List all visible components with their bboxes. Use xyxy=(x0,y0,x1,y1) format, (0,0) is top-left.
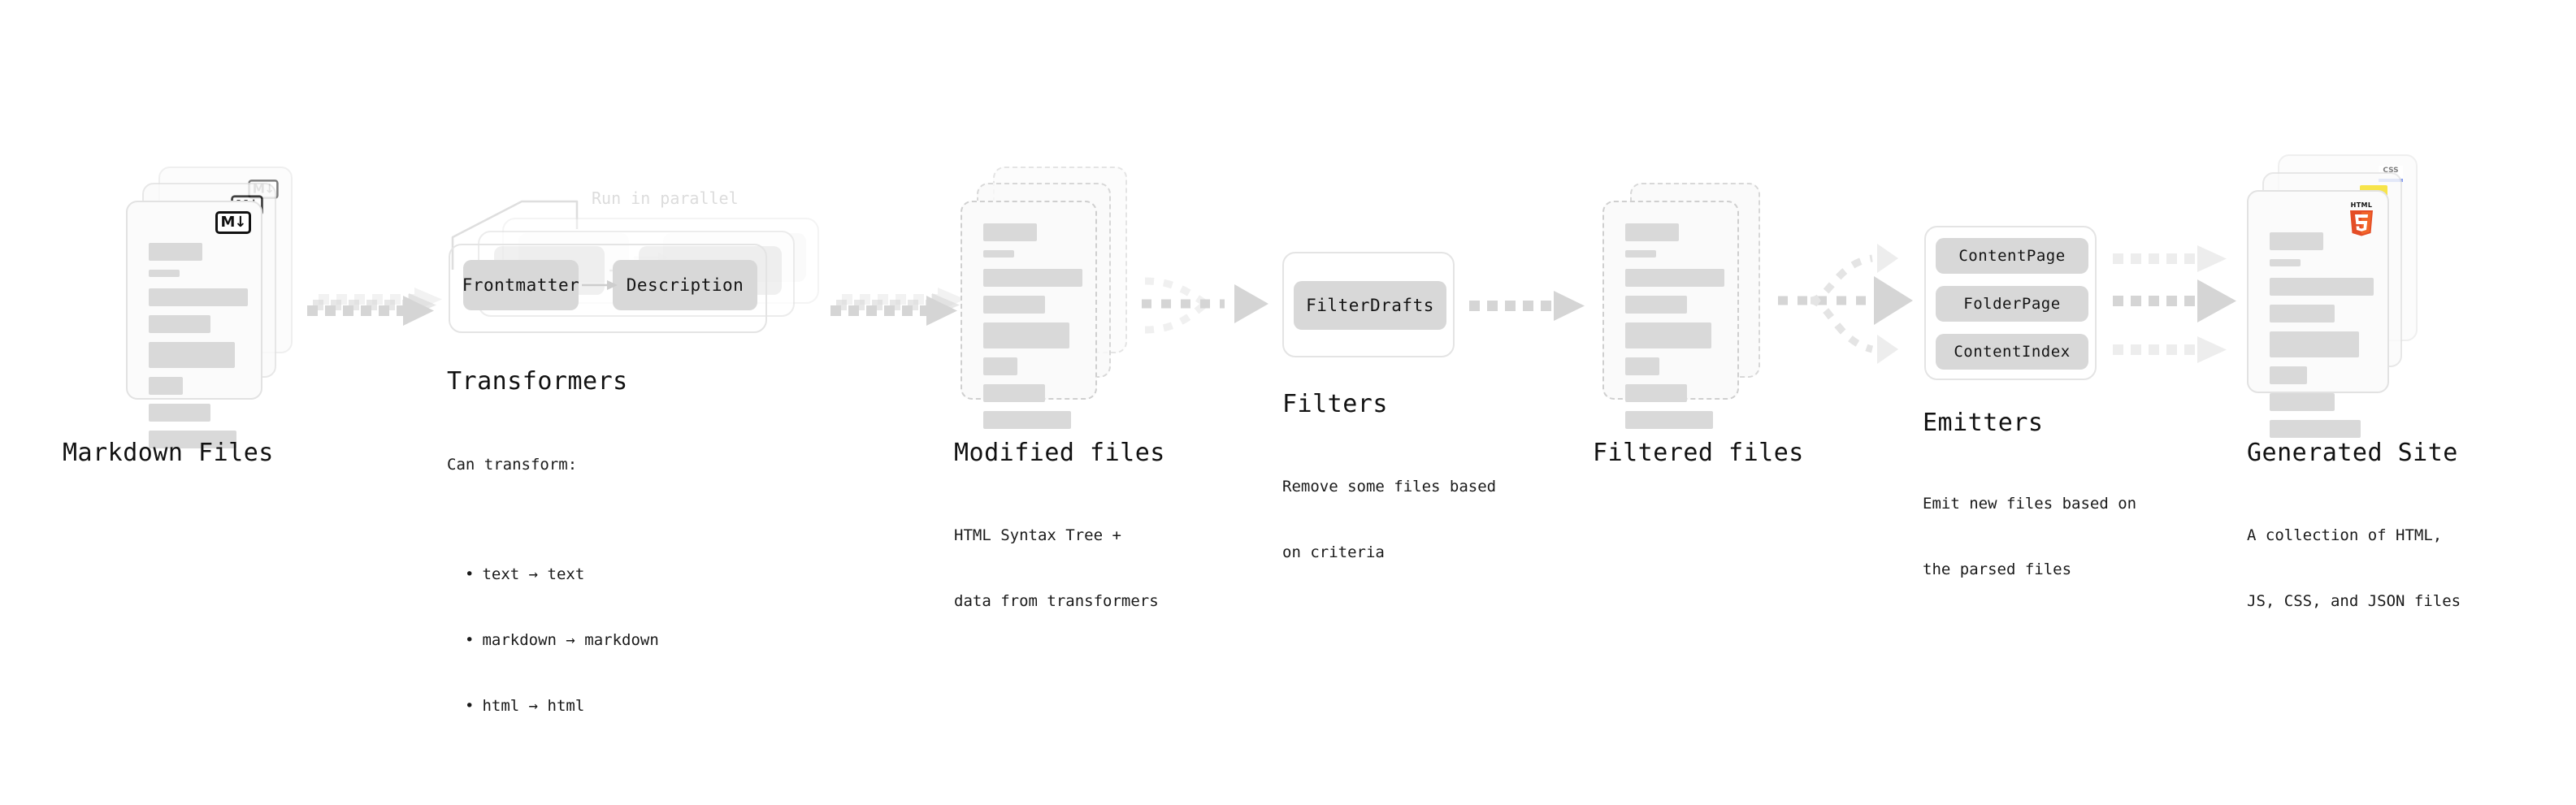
content-line xyxy=(149,315,210,333)
filters-desc-line: on criteria xyxy=(1282,543,1385,561)
content-line xyxy=(149,404,210,422)
content-line xyxy=(149,270,180,277)
pipeline-diagram: M↓ M↓ M↓ xyxy=(0,0,2576,681)
emitter-pill-contentpage[interactable]: ContentPage xyxy=(1936,238,2088,274)
markdown-card-content-lines xyxy=(149,243,248,457)
content-line xyxy=(149,342,235,368)
content-line xyxy=(1625,269,1724,287)
stage-desc-generated-site: A collection of HTML, JS, CSS, and JSON … xyxy=(2247,481,2461,656)
stage-desc-filters: Remove some files based on criteria xyxy=(1282,432,1496,608)
modified-desc-line: HTML Syntax Tree + xyxy=(954,526,1121,544)
emitter-pill-contentindex[interactable]: ContentIndex xyxy=(1936,334,2088,370)
markdown-icon-arrow: ↓ xyxy=(234,214,246,231)
content-line xyxy=(983,357,1017,375)
stage-title-emitters: Emitters xyxy=(1923,409,2044,437)
transformer-container: Frontmatter Description xyxy=(449,244,767,333)
content-line xyxy=(2270,232,2323,250)
content-line xyxy=(983,384,1045,402)
transformer-inner-arrow xyxy=(582,280,618,290)
connector-md-to-transformers xyxy=(307,273,442,346)
content-line xyxy=(1625,411,1713,429)
content-line xyxy=(1625,322,1711,348)
modified-card-front xyxy=(961,201,1097,429)
content-line xyxy=(149,377,183,395)
content-line xyxy=(983,250,1014,258)
transformers-desc-list: text → text markdown → markdown html → h… xyxy=(447,520,659,761)
stage-generated-site: CSS HTML xyxy=(2247,154,2461,610)
stage-title-generated-site: Generated Site xyxy=(2247,439,2458,467)
content-line xyxy=(983,269,1082,287)
stage-title-filtered-files: Filtered files xyxy=(1593,439,1804,467)
stage-markdown-files: M↓ M↓ M↓ xyxy=(63,167,297,467)
content-line xyxy=(1625,384,1687,402)
stage-title-filters: Filters xyxy=(1282,390,1388,418)
generated-site-desc-line: JS, CSS, and JSON files xyxy=(2247,592,2461,610)
content-line xyxy=(1625,296,1687,314)
content-line xyxy=(149,288,248,306)
content-line xyxy=(1625,357,1659,375)
content-line xyxy=(2270,331,2359,357)
generated-card-content-lines xyxy=(2270,232,2374,447)
stage-desc-modified-files: HTML Syntax Tree + data from transformer… xyxy=(954,481,1159,656)
transformer-pill-description[interactable]: Description xyxy=(613,260,757,310)
stage-title-modified-files: Modified files xyxy=(954,439,1165,467)
modified-desc-line: data from transformers xyxy=(954,592,1159,610)
content-line xyxy=(149,431,236,448)
stage-title-markdown-files: Markdown Files xyxy=(63,439,274,467)
transformers-desc-head: Can transform: xyxy=(447,456,578,474)
content-line xyxy=(2270,366,2307,384)
content-line xyxy=(1625,250,1656,258)
generated-site-desc-line: A collection of HTML, xyxy=(2247,526,2443,544)
stage-modified-files: Modified files HTML Syntax Tree + data f… xyxy=(954,167,1164,610)
emitters-desc-line: Emit new files based on xyxy=(1923,495,2137,513)
filtered-card-front xyxy=(1602,201,1739,429)
html5-icon: HTML xyxy=(2346,200,2377,236)
filters-desc-line: Remove some files based xyxy=(1282,478,1497,496)
transformers-desc-item: markdown → markdown xyxy=(465,630,658,651)
content-line xyxy=(2270,259,2301,266)
content-line xyxy=(149,243,202,261)
run-in-parallel-label: Run in parallel xyxy=(592,188,739,208)
transformers-desc-item: text → text xyxy=(465,564,659,586)
emitter-pill-folderpage[interactable]: FolderPage xyxy=(1936,286,2088,322)
stage-desc-transformers: Can transform: text → text markdown → ma… xyxy=(447,410,659,805)
connector-emitters-to-site xyxy=(2113,229,2259,375)
filter-pill-filterdrafts[interactable]: FilterDrafts xyxy=(1294,281,1446,330)
stage-desc-emitters: Emit new files based on the parsed files xyxy=(1923,449,2136,625)
modified-file-stack xyxy=(961,167,1131,429)
filtered-card-content-lines xyxy=(1625,223,1724,438)
emitters-desc-line: the parsed files xyxy=(1923,560,2072,578)
content-line xyxy=(1625,223,1679,241)
connector-filtered-to-emitters xyxy=(1778,229,1924,375)
content-line xyxy=(983,322,1069,348)
markdown-file-stack: M↓ M↓ M↓ xyxy=(126,167,297,448)
content-line xyxy=(2270,278,2374,296)
generated-site-file-stack: CSS HTML xyxy=(2247,154,2426,438)
connector-filters-to-filtered xyxy=(1469,286,1599,327)
transformers-desc-item: html → html xyxy=(465,695,659,717)
svg-text:HTML: HTML xyxy=(2351,201,2373,209)
content-line xyxy=(983,223,1037,241)
filters-container: FilterDrafts xyxy=(1282,252,1455,357)
css3-icon-label: CSS xyxy=(2383,167,2399,175)
content-line xyxy=(2270,305,2335,322)
markdown-icon-label: M xyxy=(220,214,235,231)
generated-card-html: HTML xyxy=(2247,190,2389,438)
markdown-icon: M↓ xyxy=(215,211,251,234)
stage-title-transformers: Transformers xyxy=(447,367,628,396)
content-line xyxy=(2270,420,2361,438)
content-line xyxy=(983,411,1071,429)
transformer-pill-frontmatter[interactable]: Frontmatter xyxy=(462,260,579,310)
connector-modified-to-filters xyxy=(1134,252,1280,357)
emitters-container: ContentPage FolderPage ContentIndex xyxy=(1924,226,2097,380)
content-line xyxy=(983,296,1045,314)
stage-filtered-files: Filtered files xyxy=(1593,167,1803,467)
markdown-card-front: M↓ xyxy=(126,201,262,448)
content-line xyxy=(2270,393,2335,411)
filtered-file-stack xyxy=(1602,167,1773,429)
connector-transformers-to-modified xyxy=(830,273,965,346)
modified-card-content-lines xyxy=(983,223,1082,438)
